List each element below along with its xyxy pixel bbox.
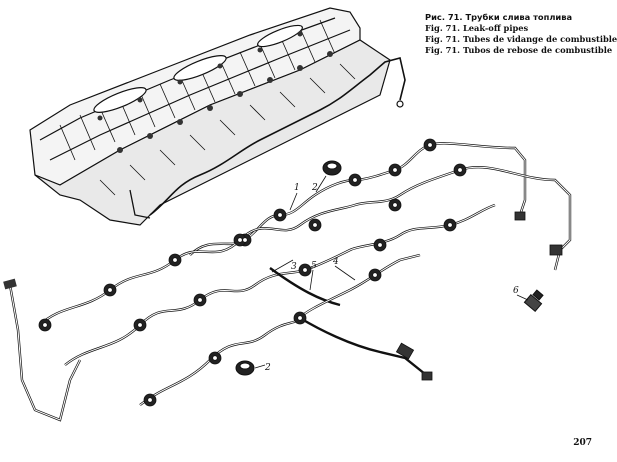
page-number: 207 [573,438,592,448]
callout-leaders [254,175,529,369]
end-connectors [395,211,563,381]
callout-2: 2 [311,183,318,193]
callout-6: 6 [513,286,519,296]
figure-caption: Рис. 71. Трубки слива топлива Fig. 71. L… [425,12,617,56]
caption-russian: Рис. 71. Трубки слива топлива [425,12,573,22]
caption-french: Fig. 71. Tubes de vidange de combustible [425,34,617,44]
callout-3: 3 [291,262,297,272]
seal-nut-part [235,160,342,376]
technical-illustration: 1 2 3 5 4 6 2 [3,7,572,422]
leak-off-pipe-4 [139,253,431,406]
leak-off-pipe-3 [64,203,496,366]
callout-1: 1 [294,183,300,193]
caption-spanish: Fig. 71. Tubos de rebose de combustible [425,45,613,55]
callout-4: 4 [332,257,339,267]
banjo-fittings [38,138,467,407]
union-fitting-part [523,289,544,313]
caption-english: Fig. 71. Leak-off pipes [425,23,529,33]
callout-2b: 2 [264,363,271,373]
long-drain-pipe [3,278,82,422]
engine-block-drawing [29,7,406,226]
callout-5: 5 [311,261,317,271]
